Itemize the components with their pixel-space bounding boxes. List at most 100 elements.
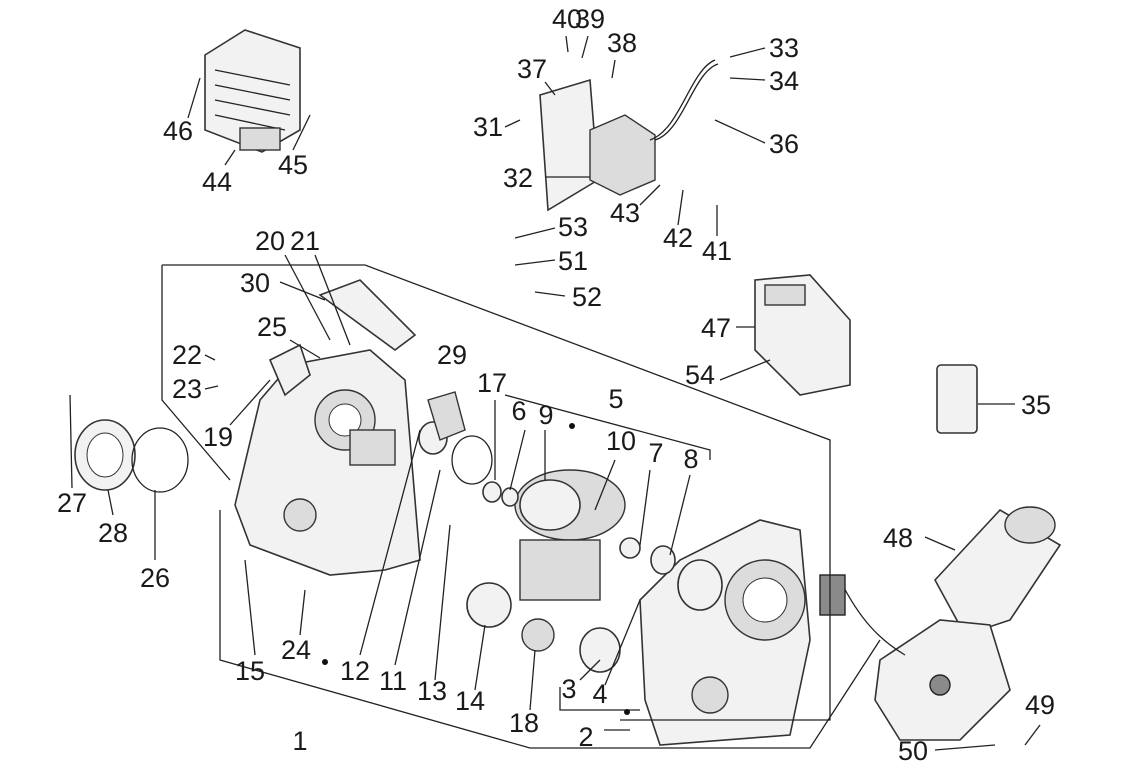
leader-line-23 <box>204 385 219 390</box>
part-label-8: 8 <box>683 444 698 474</box>
part-label-19: 19 <box>203 422 233 452</box>
kit-marker-dot <box>624 709 630 715</box>
part-label-17: 17 <box>477 368 507 398</box>
leader-line-50 <box>934 744 996 751</box>
part-label-3: 3 <box>561 674 576 704</box>
part-label-30: 30 <box>240 268 270 298</box>
part-label-50: 50 <box>898 736 928 766</box>
part-label-48: 48 <box>883 523 913 553</box>
part-label-29: 29 <box>437 340 467 370</box>
assembly-frame-line <box>559 687 640 711</box>
part-shapes <box>74 29 1062 746</box>
part-label-38: 38 <box>607 28 637 58</box>
leader-line-40 <box>565 35 569 53</box>
leader-line-14 <box>474 624 486 691</box>
leader-line-8 <box>669 474 691 556</box>
part-label-4: 4 <box>592 679 607 709</box>
part-label-14: 14 <box>455 686 485 716</box>
part-label-41: 41 <box>702 236 732 266</box>
seals-and-bearings <box>74 279 723 673</box>
leader-line-31 <box>504 119 521 128</box>
assembly-frame-line <box>504 394 711 460</box>
voltage-regulator-part <box>204 29 301 153</box>
leader-line-34 <box>729 77 766 81</box>
part-label-2: 2 <box>578 722 593 752</box>
leader-line-20 <box>284 254 331 341</box>
part-label-36: 36 <box>769 129 799 159</box>
leader-line-43 <box>639 184 661 206</box>
leader-line-49 <box>1024 724 1041 746</box>
leader-line-13 <box>434 524 451 681</box>
leader-line-19 <box>229 379 271 426</box>
part-label-39: 39 <box>575 4 605 34</box>
part-label-1: 1 <box>292 726 307 756</box>
control-unit-part <box>754 274 851 396</box>
leader-line-12 <box>359 429 421 656</box>
leader-line-21 <box>314 254 351 346</box>
part-label-54: 54 <box>685 360 715 390</box>
part-label-15: 15 <box>235 656 265 686</box>
leader-line-22 <box>204 354 216 361</box>
part-label-47: 47 <box>701 313 731 343</box>
leader-line-46 <box>187 77 201 119</box>
leader-line-36 <box>714 119 766 144</box>
leader-line-33 <box>729 47 766 58</box>
leader-line-53 <box>514 227 556 239</box>
left-housing-part <box>234 349 421 576</box>
leader-line-39 <box>581 35 589 59</box>
part-label-52: 52 <box>572 282 602 312</box>
part-label-5: 5 <box>608 384 623 414</box>
part-label-28: 28 <box>98 518 128 548</box>
part-label-35: 35 <box>1021 390 1051 420</box>
leader-lines <box>69 35 1041 751</box>
leader-line-18 <box>529 649 536 711</box>
assembly-frame-line <box>219 510 881 749</box>
assembly-frame-line <box>162 264 831 721</box>
part-label-9: 9 <box>538 400 553 430</box>
leader-line-6 <box>509 429 526 491</box>
leader-line-45 <box>292 114 311 151</box>
leader-line-30 <box>279 281 326 301</box>
part-label-53: 53 <box>558 212 588 242</box>
part-label-20: 20 <box>255 226 285 256</box>
assembly-frame-line <box>161 265 231 481</box>
part-label-42: 42 <box>663 223 693 253</box>
part-label-40: 40 <box>552 4 582 34</box>
leader-line-7 <box>639 469 651 546</box>
leader-line-10 <box>594 459 616 511</box>
part-label-37: 37 <box>517 54 547 84</box>
kit-marker-dot <box>569 423 575 429</box>
part-label-7: 7 <box>648 438 663 468</box>
part-label-22: 22 <box>172 340 202 370</box>
motor-part <box>819 506 1062 741</box>
part-label-44: 44 <box>202 167 232 197</box>
leader-line-24 <box>299 589 306 636</box>
leader-line-48 <box>924 536 956 551</box>
leader-line-4 <box>604 599 641 686</box>
leader-line-54 <box>719 359 771 381</box>
leader-line-27 <box>69 394 73 489</box>
leader-line-37 <box>544 81 556 96</box>
part-label-27: 27 <box>57 488 87 518</box>
bracket-part <box>539 59 719 212</box>
part-label-43: 43 <box>610 198 640 228</box>
part-label-34: 34 <box>769 66 799 96</box>
fuse-part <box>936 364 978 434</box>
leader-line-15 <box>244 559 256 656</box>
kit-marker-dot <box>322 659 328 665</box>
part-label-24: 24 <box>281 635 311 665</box>
part-label-6: 6 <box>511 396 526 426</box>
part-label-33: 33 <box>769 33 799 63</box>
part-label-46: 46 <box>163 116 193 146</box>
part-label-10: 10 <box>606 426 636 456</box>
leader-line-51 <box>514 259 556 266</box>
leader-line-38 <box>611 59 616 79</box>
leader-line-25 <box>289 339 321 359</box>
part-label-12: 12 <box>340 656 370 686</box>
gear-assembly-part <box>514 469 626 652</box>
part-label-51: 51 <box>558 246 588 276</box>
part-label-31: 31 <box>473 112 503 142</box>
